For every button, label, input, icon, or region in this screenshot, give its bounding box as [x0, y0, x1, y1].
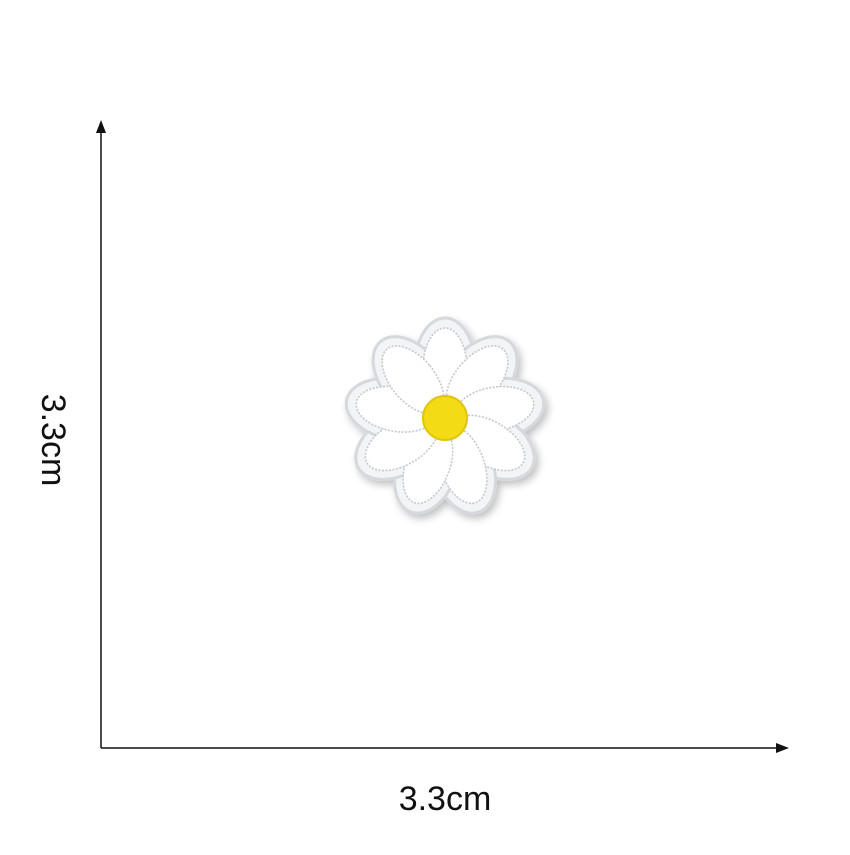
width-dimension-label: 3.3cm	[398, 780, 492, 818]
petals	[355, 327, 535, 505]
daisy-patch	[344, 316, 546, 515]
flower-center	[422, 395, 468, 441]
height-dimension-label: 3.3cm	[34, 393, 72, 487]
height-arrow-icon	[96, 120, 106, 133]
width-arrow-icon	[776, 743, 789, 753]
